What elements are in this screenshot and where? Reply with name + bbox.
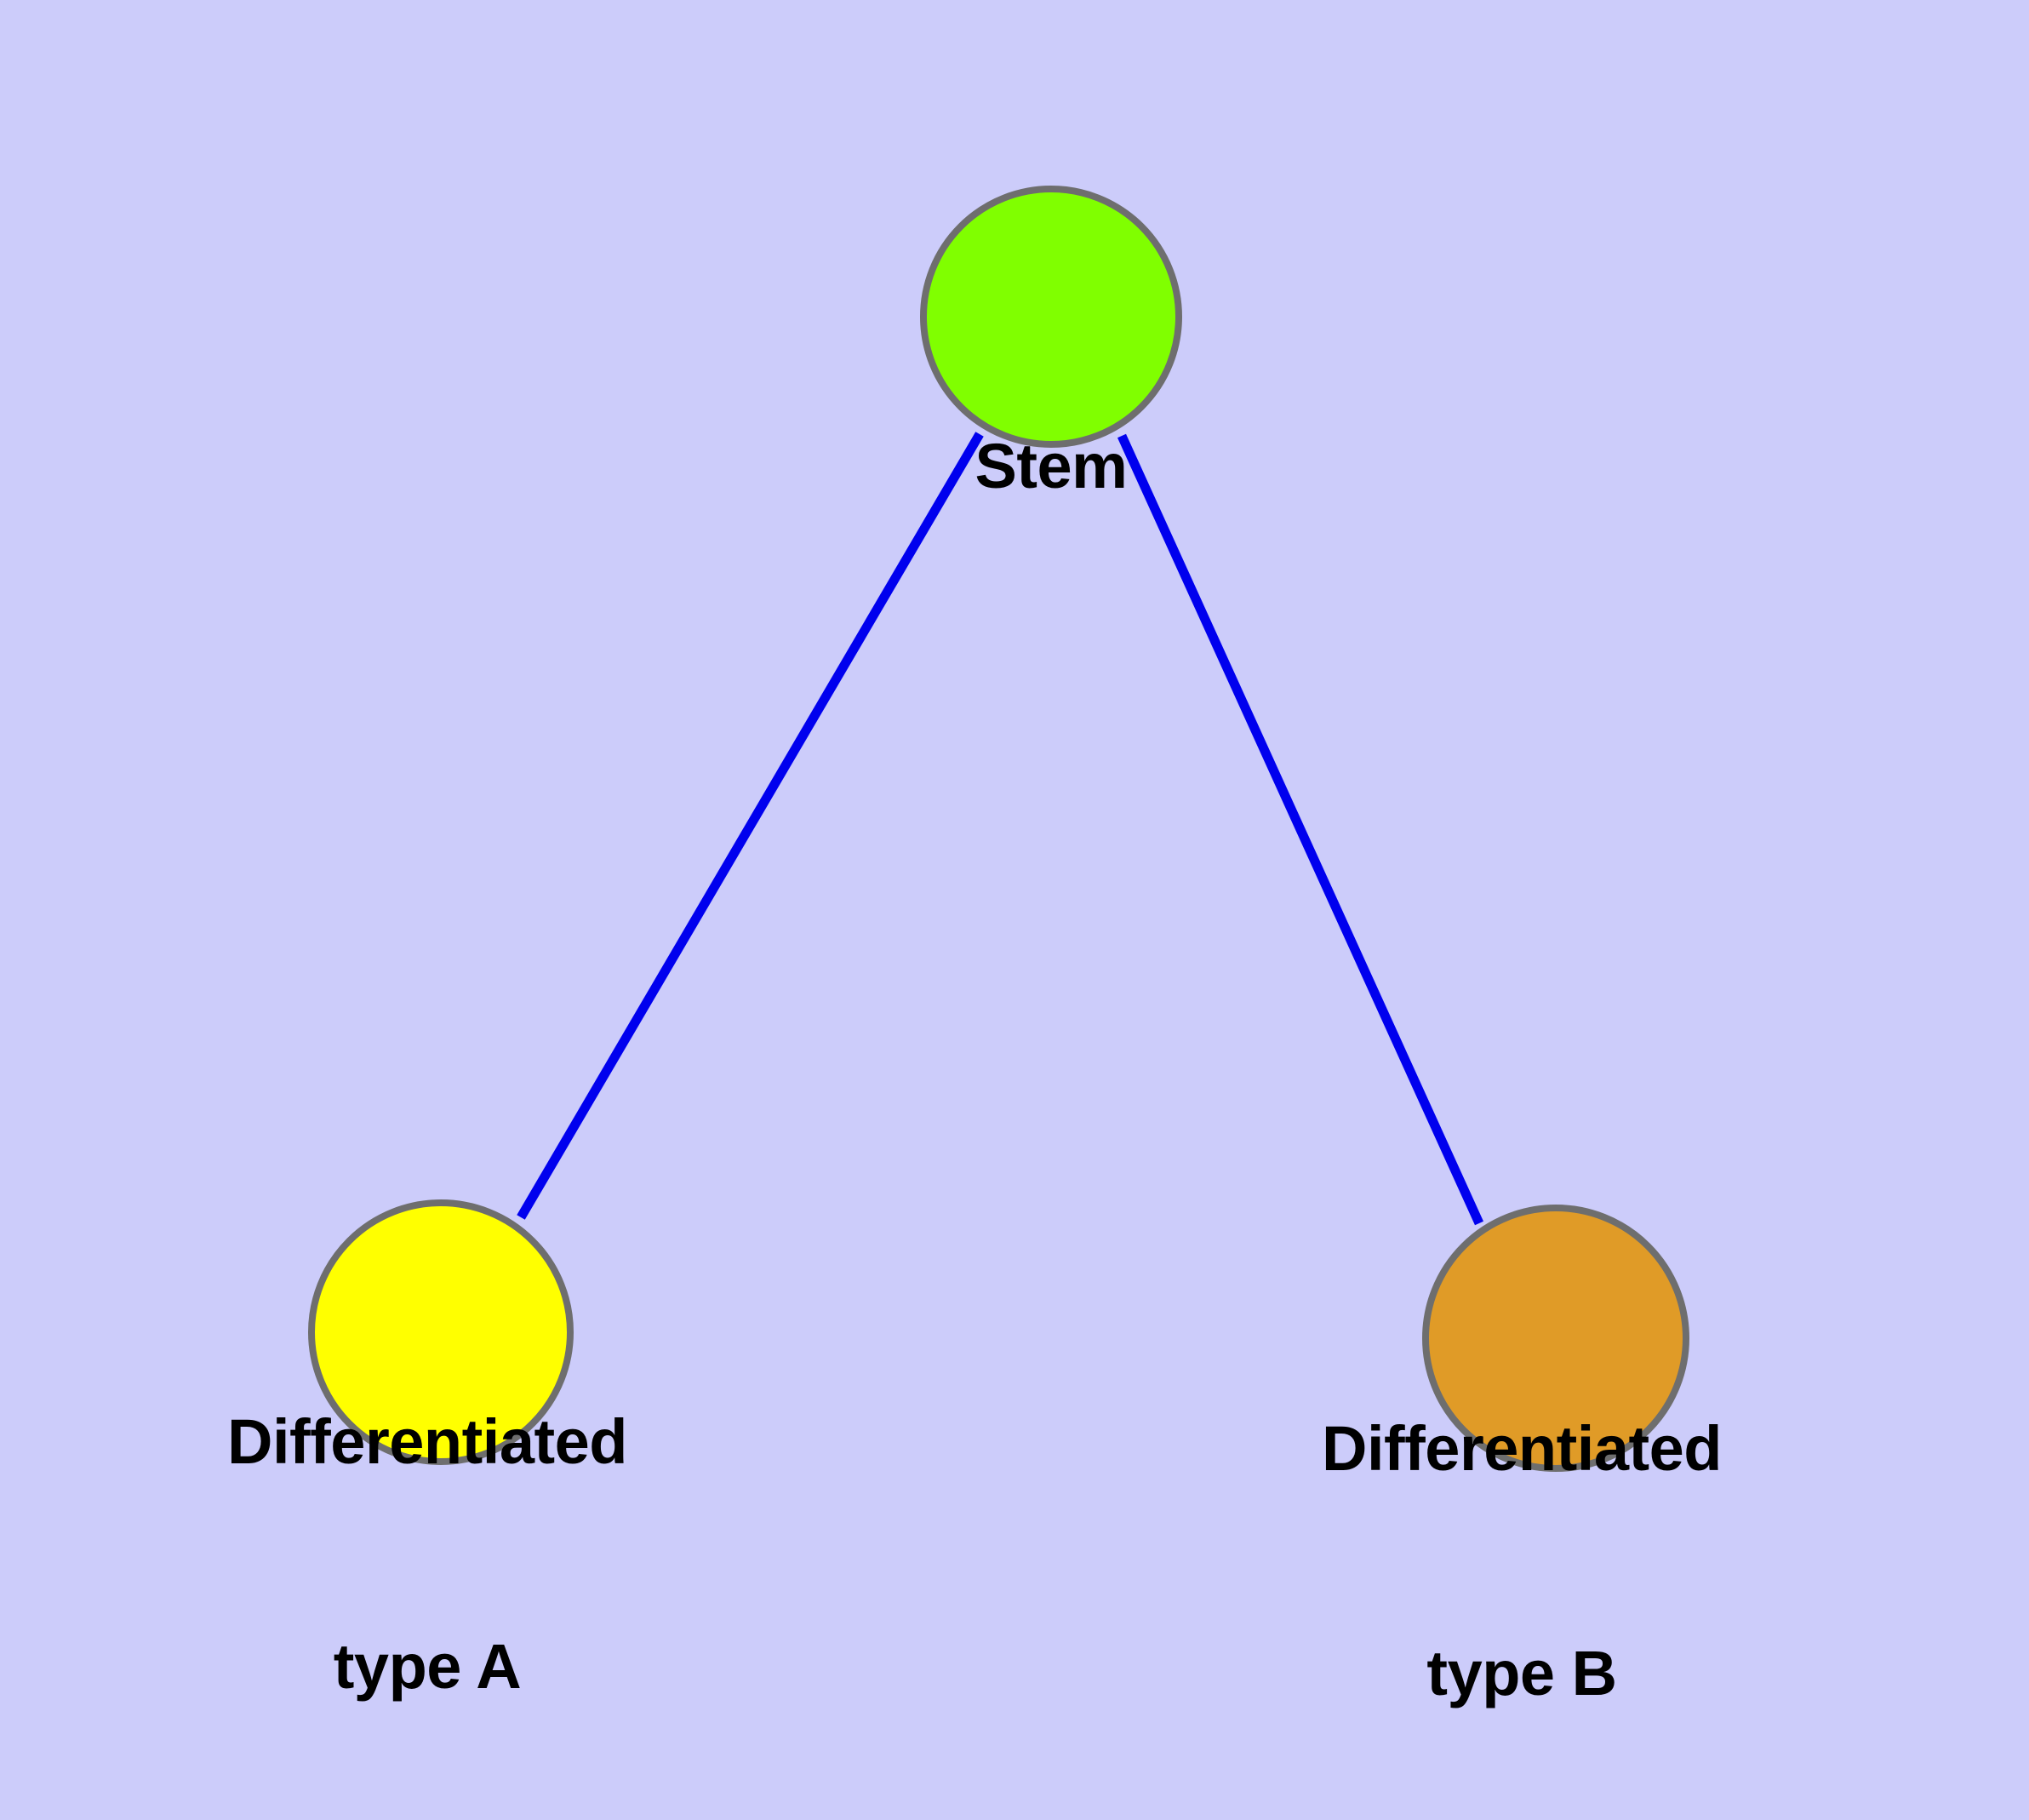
edges-group xyxy=(517,432,1484,1226)
node-circle-differentiated-type-b[interactable] xyxy=(1422,1205,1689,1472)
edge-stem-to-differentiated-type-b[interactable] xyxy=(1117,433,1484,1226)
node-circle-differentiated-type-a[interactable] xyxy=(308,1199,574,1465)
nodes-group xyxy=(308,186,1689,1472)
edge-stem-to-differentiated-type-a[interactable] xyxy=(517,432,984,1220)
node-circle-stem[interactable] xyxy=(920,186,1182,448)
